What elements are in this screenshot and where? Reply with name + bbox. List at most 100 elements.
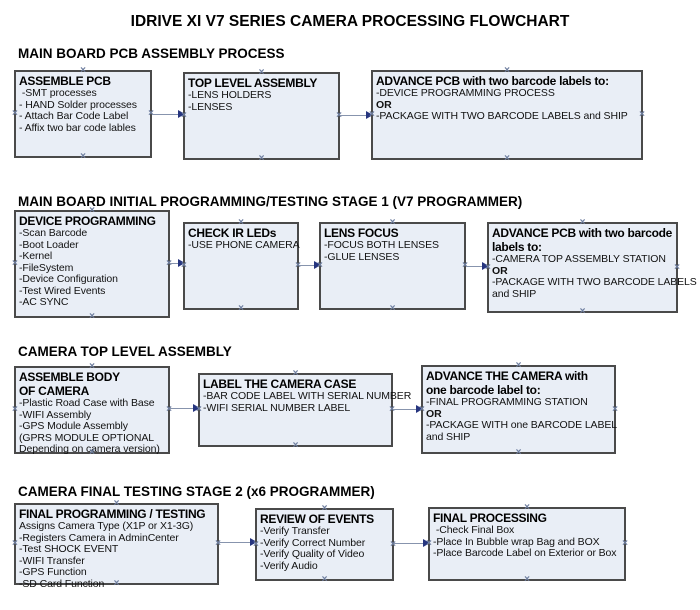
arrow-head-icon [366,111,373,119]
node-title: ASSEMBLE PCB [19,74,111,88]
node-check-ir-leds[interactable]: CHECK IR LEDs -USE PHONE CAMERA ×××× [181,218,301,314]
node-title: FINAL PROCESSING [433,511,547,525]
node-title: DEVICE PROGRAMMING [19,214,156,228]
box-line: -Verify Audio [260,559,318,572]
node-body: -Scan Barcode-Boot Loader-Kernel-FileSys… [16,227,168,309]
node-body: -Plastic Road Case with Base-WIFI Assemb… [16,397,168,456]
box-line: (GPRS MODULE OPTIONAL [19,431,155,444]
node-title: ASSEMBLE BODY OF CAMERA [19,370,120,398]
connection-point-icon: × [258,153,265,164]
connection-point-icon: × [89,311,95,322]
arrow-head-icon [178,259,185,267]
flow-arrow[interactable] [170,404,200,412]
box-line: -PACKAGE WITH TWO BARCODE LABELS [492,276,697,288]
arrow-head-icon [416,405,423,413]
node-body: -LENS HOLDERS-LENSES [185,89,338,113]
box-line: - Affix two bar code lables [19,121,136,134]
box-line: -LENS HOLDERS [188,89,272,101]
box-line: Assigns Camera Type (X1P or X1-3G) [19,520,194,532]
node-final-programming-testing[interactable]: FINAL PROGRAMMING / TESTING Assigns Came… [12,499,221,590]
box-line: and SHIP [492,287,537,300]
box-line: -FINAL PROGRAMMING STATION [426,396,588,408]
node-body: -Verify Transfer-Verify Correct Number-V… [257,525,392,572]
node-title: LABEL THE CAMERA CASE [203,377,357,391]
section-header-pcb-assembly: MAIN BOARD PCB ASSEMBLY PROCESS [18,46,285,61]
node-final-processing[interactable]: FINAL PROCESSING -Check Final Box-Place … [426,503,628,585]
flow-arrow[interactable] [393,405,423,413]
box-line: -Plastic Road Case with Base [19,397,155,409]
box-line: -FileSystem [19,261,74,274]
box-line: -WIFI Assembly [19,408,92,421]
box-line: -SMT processes [19,87,97,99]
flow-arrow[interactable] [152,110,185,118]
connection-point-icon: × [238,303,244,314]
box-line: Depending on camera version) [19,443,160,455]
node-body: -USE PHONE CAMERA [185,239,300,252]
section-header-camera-top-assembly: CAMERA TOP LEVEL ASSEMBLY [18,344,232,359]
box-line: -Place Barcode Label on Exterior or Box [433,547,617,559]
node-body: -FOCUS BOTH LENSES-GLUE LENSES [321,239,464,263]
connection-point-icon: × [515,447,522,458]
box-line: -Verify Correct Number [260,536,366,549]
box-line: -Place In Bubble wrap Bag and BOX [433,535,600,548]
box-line: -Check Final Box [433,524,515,536]
node-review-of-events[interactable]: REVIEW OF EVENTS -Verify Transfer-Verify… [253,504,396,585]
node-lens-focus[interactable]: LENS FOCUS -FOCUS BOTH LENSES-GLUE LENSE… [317,218,468,314]
arrow-head-icon [250,538,257,546]
flow-arrow[interactable] [394,539,430,547]
box-line: -WIFI Transfer [19,554,85,567]
node-assemble-body[interactable]: ASSEMBLE BODY OF CAMERA -Plastic Road Ca… [12,362,172,458]
arrow-head-icon [314,261,321,269]
flow-arrow[interactable] [219,538,257,546]
box-line: -GPS Module Assembly [19,420,128,432]
node-advance-pcb-stage2[interactable]: ADVANCE PCB with two barcode labels to: … [485,218,697,317]
arrow-head-icon [482,262,489,270]
node-title: ADVANCE PCB with two barcode labels to: [492,226,673,254]
flow-arrow[interactable] [170,259,185,267]
box-line: -SD Card Function [19,577,105,590]
connection-point-icon: × [80,151,86,162]
node-title: CHECK IR LEDs [188,226,277,240]
page-title: IDRIVE XI V7 SERIES CAMERA PROCESSING FL… [130,13,570,30]
node-top-level-assembly[interactable]: TOP LEVEL ASSEMBLY -LENS HOLDERS-LENSES … [181,68,342,164]
box-line: OR [426,407,442,420]
box-line: -CAMERA TOP ASSEMBLY STATION [492,253,666,265]
flow-arrow[interactable] [466,262,489,270]
box-line: -USE PHONE CAMERA [188,239,300,251]
node-body: Assigns Camera Type (X1P or X1-3G)-Regis… [16,520,217,590]
node-advance-camera[interactable]: ADVANCE THE CAMERA with one barcode labe… [419,361,618,458]
node-title: TOP LEVEL ASSEMBLY [188,76,318,90]
section-header-programming-stage1: MAIN BOARD INITIAL PROGRAMMING/TESTING S… [18,194,523,209]
box-line: -FOCUS BOTH LENSES [324,239,439,251]
arrow-head-icon [193,404,200,412]
box-line: -WIFI SERIAL NUMBER LABEL [203,401,351,414]
box-line: -PACKAGE WITH TWO BARCODE LABELS and SHI… [376,110,628,122]
box-line: -Test SHOCK EVENT [19,543,119,555]
connection-point-icon: × [292,440,299,451]
box-line: -GPS Function [19,566,87,578]
node-assemble-pcb[interactable]: ASSEMBLE PCB -SMT processes- HAND Solder… [12,66,154,162]
box-line: -Kernel [19,250,53,262]
node-body: -SMT processes- HAND Solder processes- A… [16,87,150,134]
flow-arrow[interactable] [340,111,373,119]
box-line: -PACKAGE WITH one BARCODE LABEL [426,419,618,431]
node-device-programming[interactable]: DEVICE PROGRAMMING -Scan Barcode-Boot Lo… [12,206,172,322]
node-body: -BAR CODE LABEL WITH SERIAL NUMBER-WIFI … [200,390,411,414]
flow-arrow[interactable] [299,261,321,269]
node-title: FINAL PROGRAMMING / TESTING [19,507,206,521]
box-line: -Device Configuration [19,273,118,285]
node-title: ADVANCE PCB with two barcode labels to: [376,74,609,88]
box-line: -Test Wired Events [19,284,106,297]
node-label-camera-case[interactable]: LABEL THE CAMERA CASE -BAR CODE LABEL WI… [196,369,411,451]
connection-point-icon: × [504,153,510,164]
box-line: -Registers Camera in AdminCenter [19,531,179,544]
node-title: ADVANCE THE CAMERA with one barcode labe… [426,369,588,397]
box-line: - Attach Bar Code Label [19,110,129,122]
connection-point-icon: × [295,261,301,271]
box-line: -LENSES [188,100,233,113]
connection-point-icon: × [321,574,328,585]
node-advance-pcb-or-ship[interactable]: ADVANCE PCB with two barcode labels to: … [369,66,645,164]
